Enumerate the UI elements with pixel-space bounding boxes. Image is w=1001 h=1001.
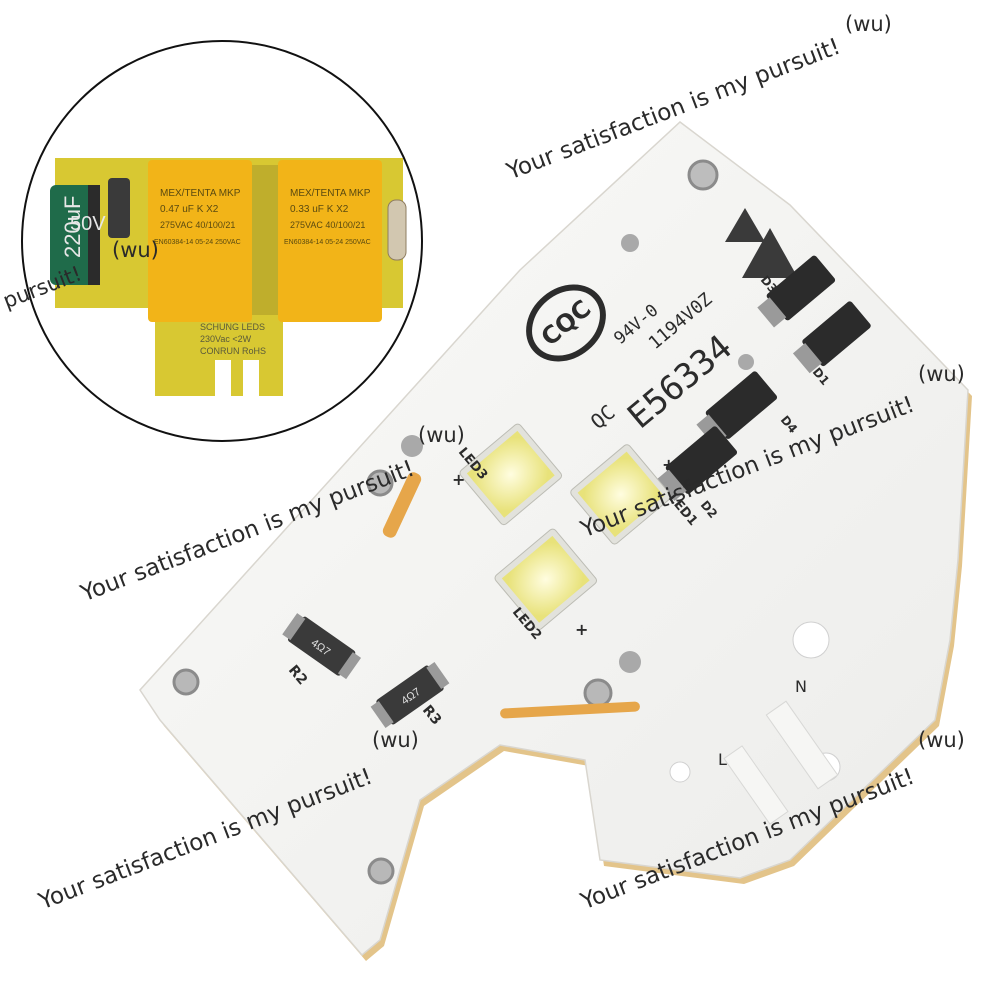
- electrolytic-capacitor: 220uF 50V: [50, 185, 106, 285]
- led3-plus: +: [452, 470, 465, 489]
- diodes: D3 D1 D4 D2: [656, 255, 871, 521]
- led-board: CQC 94V-0 1194V0Z E56334 QC: [139, 121, 972, 961]
- watermark-tag-5: (wu): [372, 728, 419, 752]
- cap2-line2: 0.33 uF K X2: [290, 204, 349, 215]
- cap-value-1: 220uF: [60, 196, 85, 258]
- film-capacitor-1: MEX/TENTA MKP 0.47 uF K X2 275VAC 40/100…: [148, 160, 252, 322]
- l-label: L: [718, 750, 727, 769]
- watermark-tag-6: (wu): [918, 728, 965, 752]
- cap1-line1: MEX/TENTA MKP: [160, 188, 241, 199]
- cap2-line4: EN60384-14 05-24 250VAC: [284, 239, 371, 246]
- esd-warning-icon: [725, 208, 798, 278]
- watermark-tag-1: (wu): [845, 12, 892, 36]
- cap2-line1: MEX/TENTA MKP: [290, 188, 371, 199]
- inset-photo: 220uF 50V MEX/TENTA MKP 0.47 uF K X2 275…: [21, 40, 423, 442]
- watermark-tag-4: (wu): [418, 423, 465, 447]
- led1-plus: +: [662, 455, 675, 474]
- terminals: N L: [718, 677, 839, 825]
- cap2-line3: 275VAC 40/100/21: [290, 220, 365, 230]
- film-capacitor-2: MEX/TENTA MKP 0.33 uF K X2 275VAC 40/100…: [278, 160, 382, 322]
- watermark-tag-3: (wu): [918, 362, 965, 386]
- watermark-tag-2: (wu): [112, 238, 159, 262]
- cap1-line3: 275VAC 40/100/21: [160, 220, 235, 230]
- cap1-line4: EN60384-14 05-24 250VAC: [154, 239, 241, 246]
- n-label: N: [795, 677, 807, 696]
- cap1-line2: 0.47 uF K X2: [160, 204, 219, 215]
- led2-plus: +: [575, 620, 588, 639]
- leds: LED3 LED1 LED2 + + +: [452, 423, 700, 643]
- pcb-text-1: SCHUNG LEDS: [200, 322, 265, 332]
- pcb-text-3: CONRUN RoHS: [200, 346, 266, 356]
- pcb-text-2: 230Vac <2W: [200, 334, 252, 344]
- resistors: 4Ω7 4Ω7 R2 R3: [282, 613, 450, 728]
- cap-value-2: 50V: [70, 213, 106, 235]
